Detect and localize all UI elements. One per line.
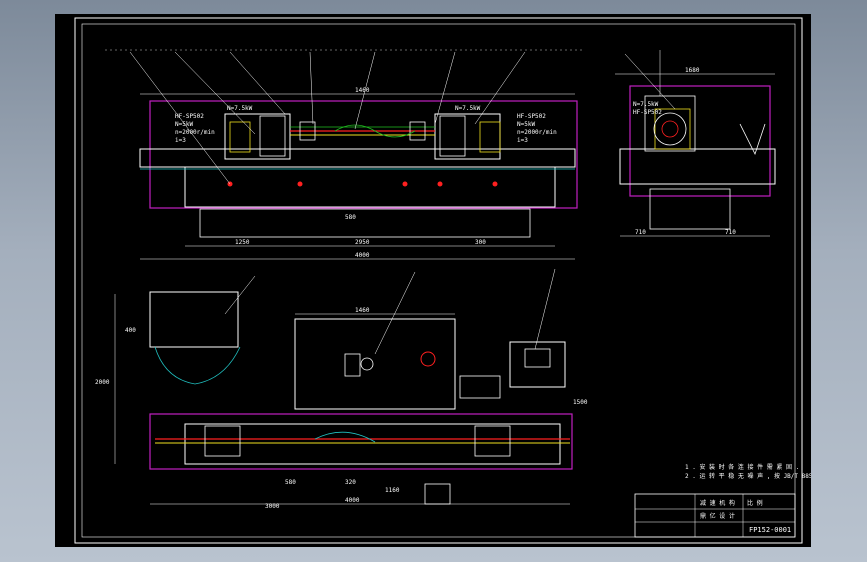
gearbox-left-label: N=7.5kW [227, 105, 253, 112]
leader-line [434, 51, 456, 125]
plan-dim-d8: 400 [125, 327, 136, 334]
left-gearbox-inner [229, 121, 251, 153]
side-gearbox [644, 95, 696, 152]
plan-dim-d4: 1500 [573, 399, 588, 406]
front-dim-d4: 4000 [355, 252, 370, 259]
leader-line [174, 51, 256, 135]
side-envelope-magenta [629, 85, 771, 197]
plan-dim-d1: 1460 [355, 307, 370, 314]
plan-dim-d2: 2000 [95, 379, 110, 386]
side-dim-w1: 1680 [685, 67, 700, 74]
leader-line [534, 268, 556, 350]
control-cabinet [294, 318, 456, 410]
plan-dim-d7: 1160 [385, 487, 400, 494]
right-gearbox-inner [479, 121, 501, 153]
plan-motor-right [474, 425, 511, 457]
center-coupling [334, 124, 416, 138]
plan-envelope-magenta [149, 413, 573, 470]
side-bracket [739, 123, 766, 156]
motor-left-spec-1: HF-SP502 [175, 113, 204, 120]
bolt-hole [492, 181, 498, 187]
leader-line [309, 51, 314, 125]
leader-line [224, 275, 256, 315]
side-frame [619, 148, 776, 185]
bolt-hole [402, 181, 408, 187]
leader-line [374, 271, 416, 355]
bolt-hole [297, 181, 303, 187]
motor-left-spec-4: i=3 [175, 137, 186, 144]
motor-left-spec-2: N=5kW [175, 121, 193, 128]
front-foundation [199, 208, 531, 238]
hydraulic-unit [509, 341, 566, 388]
right-motor [439, 115, 466, 157]
inner-frame [81, 23, 796, 538]
title-block: 减 速 机 构 比 例 鼎 亿 设 计 FP152-0001 [634, 493, 796, 538]
side-base [649, 188, 731, 230]
plan-bed [184, 423, 561, 465]
left-coupling [299, 121, 316, 141]
right-coupling [409, 121, 426, 141]
side-motor-label: N=7.5kW [633, 101, 659, 108]
side-view: N=7.5kW HF-SP502 1680 710 710 [615, 50, 776, 237]
front-dim-d2: 1460 [355, 87, 370, 94]
side-gearbox-inner [654, 108, 691, 150]
side-motor-circle [653, 112, 687, 146]
front-dim-d3: 580 [345, 214, 356, 221]
leader-line [474, 51, 526, 125]
front-dim-d1: 2950 [355, 239, 370, 246]
title-block-frame [634, 493, 796, 538]
technical-notes: 1 . 安 装 时 各 连 接 件 需 紧 固 . 2 . 运 转 平 稳 无 … [685, 463, 811, 480]
plan-coupling [314, 431, 376, 443]
left-gearbox [224, 113, 291, 160]
leader-line [624, 53, 676, 110]
leader-line [229, 51, 286, 115]
door-arc-left [154, 346, 196, 385]
side-motor-label-2: HF-SP502 [633, 109, 662, 116]
plan-dim-d5: 580 [285, 479, 296, 486]
hydraulic-motor [524, 348, 551, 368]
upper-left-box [149, 291, 239, 348]
plan-view: 1460 4000 2000 1500 580 320 1160 400 300… [95, 268, 588, 510]
side-dim-w3: 710 [725, 229, 736, 236]
cabinet-panel [344, 353, 361, 377]
title-scale-label: 比 例 [747, 499, 763, 507]
leader-line [129, 51, 231, 185]
drawing-number: FP152-0001 [749, 526, 791, 534]
title-name: 减 速 机 构 [700, 499, 735, 507]
cabinet-dial [360, 357, 374, 371]
front-base [184, 166, 556, 208]
motor-right-spec-1: HF-SP502 [517, 113, 546, 120]
plan-dim-d6: 320 [345, 479, 356, 486]
plan-dim-d3: 4000 [345, 497, 360, 504]
cabinet-indicator [420, 351, 436, 367]
leader-line [354, 51, 376, 130]
motor-right-spec-2: N=5kW [517, 121, 535, 128]
front-dim-d6: 300 [475, 239, 486, 246]
motor-left-spec-3: n=2000r/min [175, 129, 215, 136]
side-dim-w2: 710 [635, 229, 646, 236]
left-motor [259, 115, 286, 157]
note-line-2: 2 . 运 转 平 稳 无 噪 声 , 按 JB/T 8854-2001 [685, 472, 811, 480]
motor-right-spec-4: i=3 [517, 137, 528, 144]
front-dim-d5: 1250 [235, 239, 250, 246]
front-view: HF-SP502 N=5kW n=2000r/min i=3 HF-SP502 … [105, 49, 585, 260]
title-company: 鼎 亿 设 计 [700, 512, 735, 520]
plan-foot-box [424, 483, 451, 505]
plan-dim-d9: 3000 [265, 503, 280, 510]
motor-right-spec-3: n=2000r/min [517, 129, 557, 136]
cad-drawing: HF-SP502 N=5kW n=2000r/min i=3 HF-SP502 … [74, 17, 811, 544]
plan-drive-box [459, 375, 501, 399]
drawing-sheet: HF-SP502 N=5kW n=2000r/min i=3 HF-SP502 … [55, 14, 811, 547]
outer-frame [74, 17, 803, 544]
gearbox-right-label: N=7.5kW [455, 105, 481, 112]
front-envelope-magenta [149, 100, 578, 209]
bolt-hole [437, 181, 443, 187]
plan-motor-left [204, 425, 241, 457]
side-shaft-circle [661, 120, 679, 138]
door-arc-right [194, 346, 241, 385]
note-line-1: 1 . 安 装 时 各 连 接 件 需 紧 固 . [685, 463, 799, 471]
